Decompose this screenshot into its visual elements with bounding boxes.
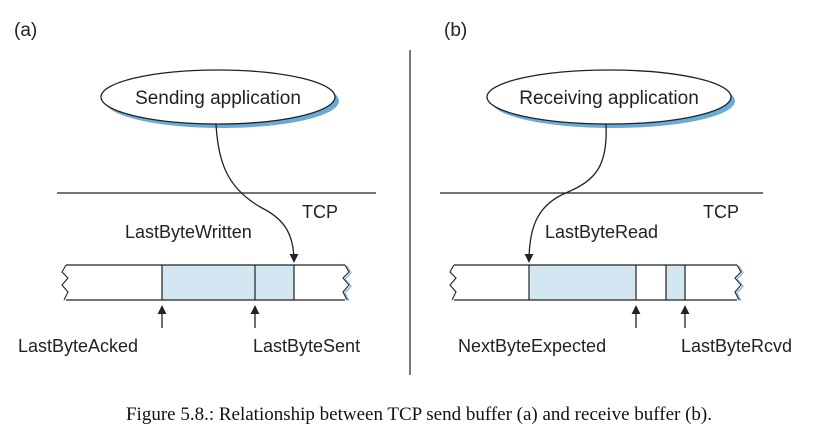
receiving-app-ellipse <box>486 69 732 125</box>
figure-caption: Figure 5.8.: Relationship between TCP se… <box>126 404 712 425</box>
last-byte-sent-label: LastByteSent <box>253 336 360 356</box>
last-byte-written-arrow <box>215 123 299 263</box>
receive-buffer-fill-main <box>529 265 636 300</box>
receive-buffer-right-edge <box>734 264 742 301</box>
last-byte-read-arrow <box>524 123 607 263</box>
receive-buffer-left-edge <box>449 264 457 301</box>
send-buffer-right-edge <box>342 264 350 301</box>
last-byte-written-label: LastByteWritten <box>125 222 252 242</box>
panel-b: (b) Receiving application TCP LastByteRe… <box>440 20 792 356</box>
panel-a-tcp-label: TCP <box>302 202 338 222</box>
receive-buffer-fill-gap <box>666 265 685 300</box>
receiving-app-label: Receiving application <box>519 88 699 109</box>
panel-b-tag: (b) <box>444 20 467 41</box>
panel-b-tcp-label: TCP <box>703 202 739 222</box>
send-buffer-left-edge <box>61 264 69 301</box>
last-byte-rcvd-label: LastByteRcvd <box>681 336 792 356</box>
last-byte-acked-label: LastByteAcked <box>18 336 138 356</box>
sending-app-label: Sending application <box>135 88 301 109</box>
send-buffer <box>61 264 352 302</box>
panel-a-tag: (a) <box>14 20 37 41</box>
receive-buffer <box>449 264 744 302</box>
last-byte-read-label: LastByteRead <box>545 222 658 242</box>
send-buffer-fill <box>162 265 294 300</box>
panel-a: (a) Sending application TCP LastByteWrit… <box>14 20 376 356</box>
sending-app-ellipse <box>100 69 336 125</box>
next-byte-expected-label: NextByteExpected <box>458 336 606 356</box>
